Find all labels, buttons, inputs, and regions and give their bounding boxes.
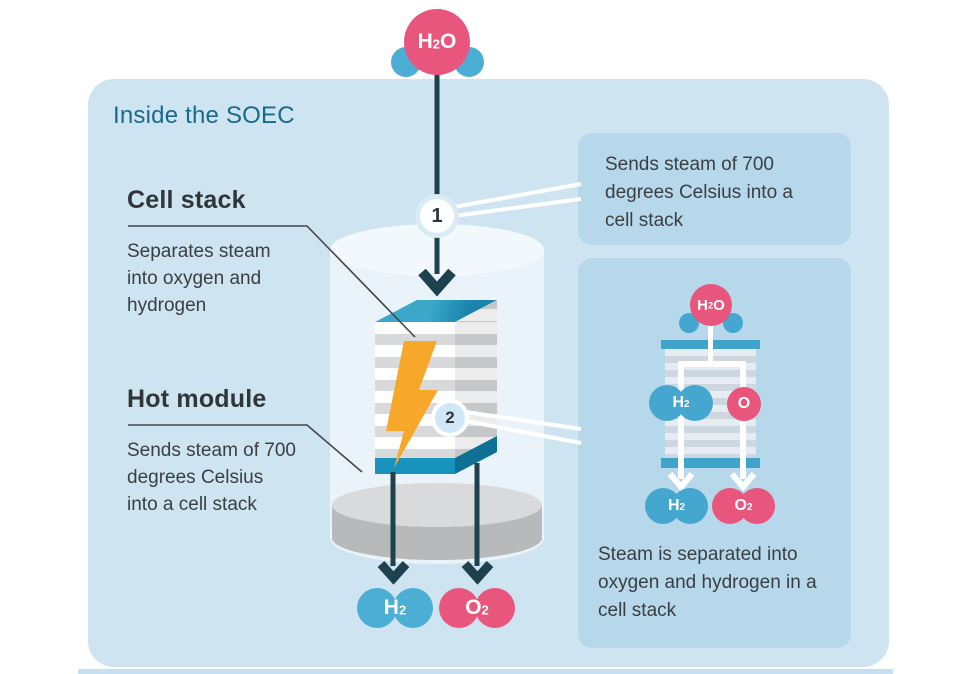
mini-o-molecule: O: [727, 387, 761, 421]
h2-circle-right: [393, 588, 433, 628]
mini-h2o-sub: 2: [708, 301, 714, 312]
o2-circle-left: [439, 588, 479, 628]
cell-stack-heading: Cell stack: [127, 186, 246, 214]
callout-step-1: Sends steam of 700 degrees Celsius into …: [578, 133, 851, 245]
mini-o-label: O: [737, 395, 751, 412]
h2o-sub: 2: [432, 36, 441, 52]
next-section-strip: [78, 669, 893, 674]
mini-h2o-post: O: [713, 296, 725, 314]
mini-h2o-atom-right: [723, 313, 743, 333]
step-1-badge: 1: [415, 194, 459, 238]
mini-h2-circle-right: [677, 385, 713, 421]
step-1-number: 1: [431, 204, 443, 227]
callout-step-2-text: Steam is separated into oxygen and hydro…: [598, 544, 817, 621]
h2o-post: O: [440, 30, 457, 53]
mini-stack-bottom-bar: [661, 458, 760, 468]
mini-flow-fork: [678, 361, 746, 367]
h2o-label: H: [417, 30, 433, 53]
step-2-number: 2: [445, 408, 455, 427]
hot-module-heading: Hot module: [127, 385, 267, 413]
mini-h2o-label: H: [697, 296, 708, 314]
h2-circle-left: [357, 588, 397, 628]
mini-flow-left-line: [678, 361, 684, 479]
page-title: Inside the SOEC: [113, 102, 295, 129]
hot-module-description: Sends steam of 700 degrees Celsius into …: [127, 440, 296, 515]
mini-flow-stub: [708, 322, 713, 364]
mini-o2-out-right: [739, 488, 775, 524]
lightning-bolt-icon: [386, 341, 438, 468]
o2-circle-right: [475, 588, 515, 628]
cell-stack-description: Separates steam into oxygen and hydrogen: [127, 241, 271, 316]
callout-step-1-text: Sends steam of 700 degrees Celsius into …: [605, 154, 793, 231]
step-2-badge: 2: [431, 399, 469, 437]
mini-h2-out-right: [672, 488, 708, 524]
